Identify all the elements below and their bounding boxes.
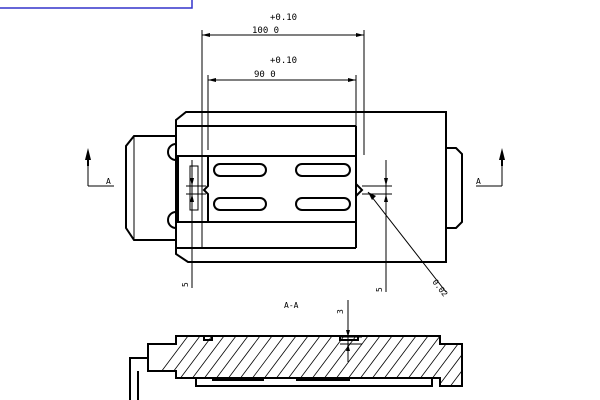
oblong-hole-2	[295, 163, 351, 177]
oblong-hole-3	[213, 197, 267, 211]
title-frame-corner	[0, 0, 193, 9]
dimension-5-right-value: 5	[375, 287, 384, 292]
view-arrow-right	[476, 148, 505, 187]
dimension-100	[201, 30, 365, 155]
dimension-90-value: 90 0	[254, 70, 276, 80]
radius-callout: 0.02	[430, 278, 449, 299]
dimension-5-left	[186, 160, 206, 288]
oblong-hole-4	[295, 197, 351, 211]
section-view	[129, 335, 463, 400]
view-label-right: A	[476, 177, 481, 186]
dimension-5-right	[362, 160, 392, 292]
oblong-hole-1	[213, 163, 267, 177]
dimension-90-tolerance: +0.10	[270, 56, 297, 66]
section-title: A-A	[284, 301, 299, 310]
dimension-100-tolerance: +0.10	[270, 13, 297, 23]
dimension-5-left-value: 5	[181, 282, 190, 287]
radius-leader	[367, 191, 447, 293]
view-arrow-left	[85, 148, 114, 187]
dimension-3-value: 3	[336, 309, 345, 314]
dimension-100-value: 100 0	[252, 26, 279, 36]
plan-view	[125, 111, 463, 263]
view-label-left: A	[106, 177, 111, 186]
